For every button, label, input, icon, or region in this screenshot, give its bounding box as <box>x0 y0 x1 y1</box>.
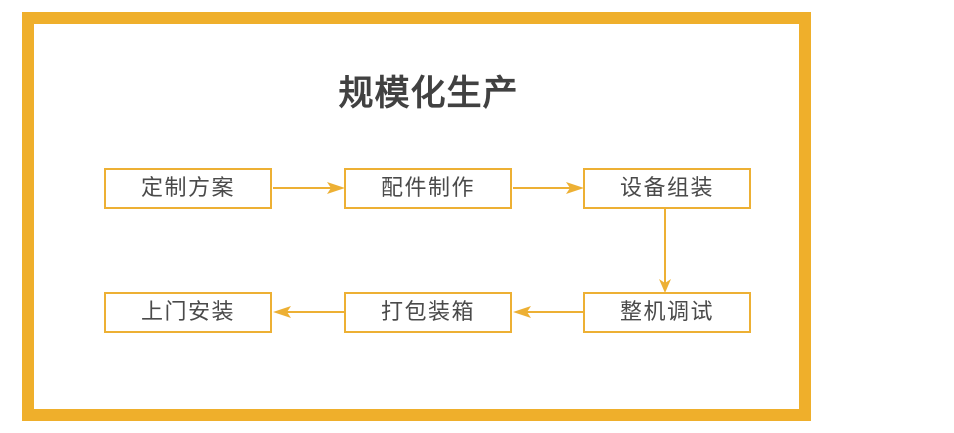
flow-node-machine-debug[interactable]: 整机调试 <box>583 292 751 333</box>
arrow-right-icon-2 <box>513 179 584 197</box>
flow-node-label: 打包装箱 <box>380 299 475 325</box>
arrow-down-icon <box>655 209 675 293</box>
flow-node-custom-plan[interactable]: 定制方案 <box>104 168 272 209</box>
flow-node-label: 上门安装 <box>140 299 235 325</box>
arrow-right-icon-1 <box>273 179 345 197</box>
decorative-gold-frame: 规模化生产 定制方案 配件制作 设备组装 <box>22 12 811 421</box>
page-title: 规模化生产 <box>338 74 519 114</box>
arrow-left-icon-1 <box>513 303 584 321</box>
arrow-left-icon-2 <box>273 303 345 321</box>
flow-node-label: 定制方案 <box>140 175 235 201</box>
flow-node-parts-manufacture[interactable]: 配件制作 <box>344 168 512 209</box>
flow-node-onsite-install[interactable]: 上门安装 <box>104 292 272 333</box>
flow-node-packing[interactable]: 打包装箱 <box>344 292 512 333</box>
flow-node-label: 整机调试 <box>619 299 714 325</box>
flow-node-label: 配件制作 <box>380 175 475 201</box>
flow-node-label: 设备组装 <box>619 175 714 201</box>
flow-node-equipment-assembly[interactable]: 设备组装 <box>583 168 751 209</box>
